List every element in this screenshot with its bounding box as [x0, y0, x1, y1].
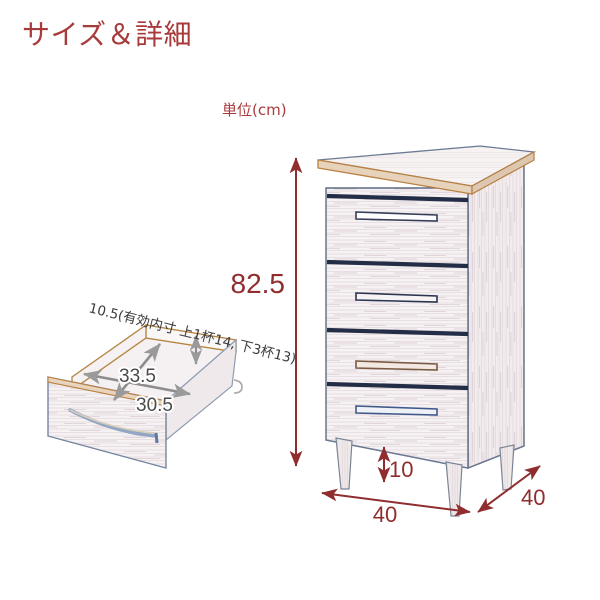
chest-dimension-lines: 82.5 10 40 40 — [231, 157, 545, 527]
height-dimension-value: 82.5 — [231, 268, 286, 299]
chest-leg-front-right — [445, 461, 463, 517]
drawer-gap-3 — [326, 327, 469, 337]
drawer-handle-4[interactable] — [355, 405, 438, 416]
unit-label: 単位(cm) — [222, 101, 287, 119]
drawer-gap-2 — [326, 259, 469, 269]
drawer-slide-rail — [233, 379, 243, 394]
inner-width-value: 33.5 — [119, 366, 156, 387]
inner-depth-value: 30.5 — [136, 395, 173, 416]
width-dimension-value: 40 — [373, 502, 397, 527]
drawer-handle-end-post — [154, 432, 159, 444]
chest-leg-front-left — [335, 437, 353, 490]
drawer-gap-4 — [326, 381, 469, 391]
page-title: サイズ＆詳細 — [22, 18, 193, 51]
drawer-illustration: 33.5 30.5 — [47, 323, 243, 469]
depth-dimension-arrow — [477, 465, 541, 513]
width-dimension-arrow — [321, 488, 471, 517]
drawer-gap-1 — [326, 193, 469, 203]
chest-leg-back-right — [499, 444, 515, 491]
inner-depth-arrow — [82, 370, 192, 398]
leg-height-dimension-value: 10 — [389, 457, 413, 482]
chest-illustration — [317, 145, 537, 517]
depth-dimension-value: 40 — [521, 485, 545, 510]
chest-side-panel — [467, 156, 525, 470]
drawer-handle-2[interactable] — [355, 292, 438, 303]
drawer-front-handle-highlight — [69, 409, 157, 434]
chest-top-side-edge — [471, 150, 535, 196]
chest-front-body — [325, 187, 469, 469]
drawer-handle-1[interactable] — [355, 211, 438, 222]
drawer-handle-3[interactable] — [355, 360, 438, 371]
chest-drawers — [326, 193, 469, 416]
